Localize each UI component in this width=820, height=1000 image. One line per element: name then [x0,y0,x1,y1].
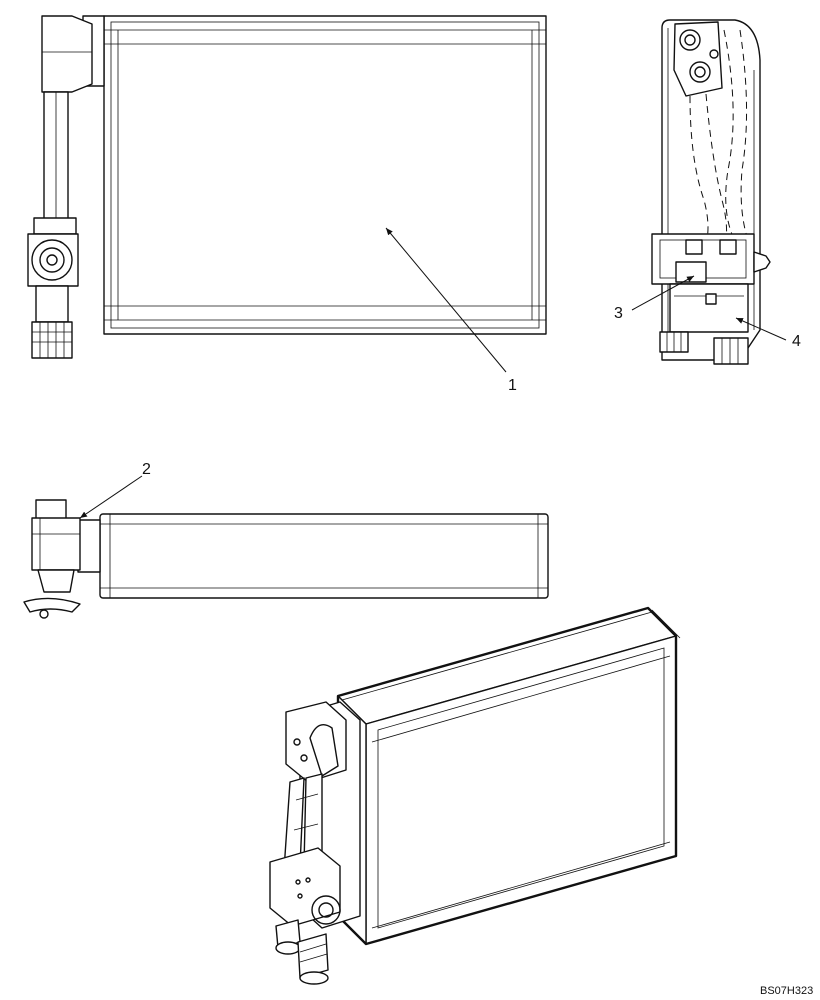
drawing-code: BS07H323 [760,985,813,997]
heater-core-front [103,15,547,335]
side-view [651,19,771,365]
callout-2: 2 [79,461,151,519]
front-pipe-assembly [27,15,93,359]
top-view [23,499,549,619]
callout-label-1: 1 [508,377,517,394]
callout-label-4: 4 [792,333,801,350]
front-view [27,15,547,359]
isometric-view [269,606,681,985]
callout-label-2: 2 [142,461,151,478]
callout-3: 3 [614,275,695,322]
callout-1: 1 [385,227,517,394]
callout-label-3: 3 [614,305,623,322]
callout-4: 4 [735,317,801,350]
